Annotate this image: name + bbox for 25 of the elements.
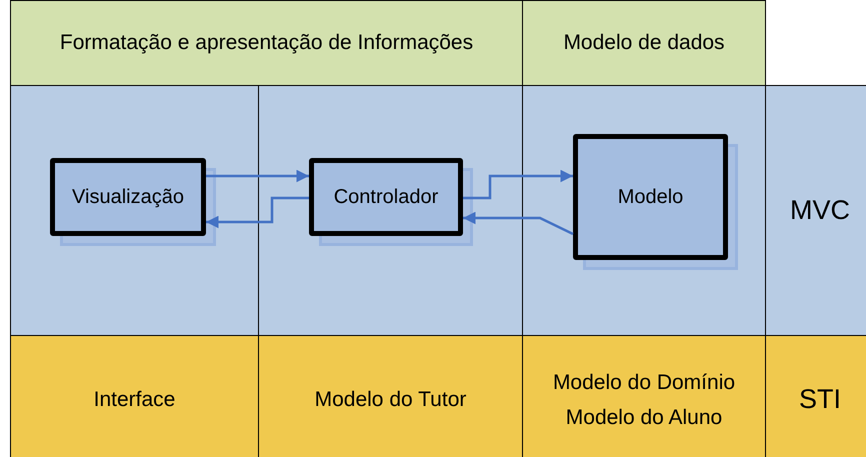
table-cell: [10, 335, 259, 457]
process-box: [309, 158, 463, 236]
arrow: [206, 196, 309, 228]
cell-text: Controlador: [334, 185, 438, 210]
cell-text: Formatação e apresentação de Informações: [60, 30, 474, 56]
arrow: [206, 170, 309, 182]
cell-text: Modelo do Tutor: [314, 387, 466, 414]
process-box: [50, 158, 206, 236]
row-label-cell: [765, 335, 866, 457]
cell-text: STI: [798, 383, 841, 416]
cell-text: MVC: [790, 194, 850, 227]
cell-text: Modelo do Aluno: [566, 405, 722, 431]
arrow: [463, 170, 573, 200]
cell-text: Visualização: [72, 185, 184, 210]
arrow: [463, 212, 574, 236]
process-box: [573, 134, 728, 260]
cell-text: Modelo do Domínio: [552, 370, 736, 396]
row-label-cell: [765, 85, 866, 336]
cell-text: Modelo de dados: [563, 30, 725, 56]
cell-text: Modelo: [618, 185, 684, 210]
cell-text: Interface: [94, 387, 176, 414]
table-cell: [258, 335, 523, 457]
header-cell: [522, 0, 766, 86]
header-cell: [10, 0, 523, 86]
table-cell: [522, 335, 766, 457]
